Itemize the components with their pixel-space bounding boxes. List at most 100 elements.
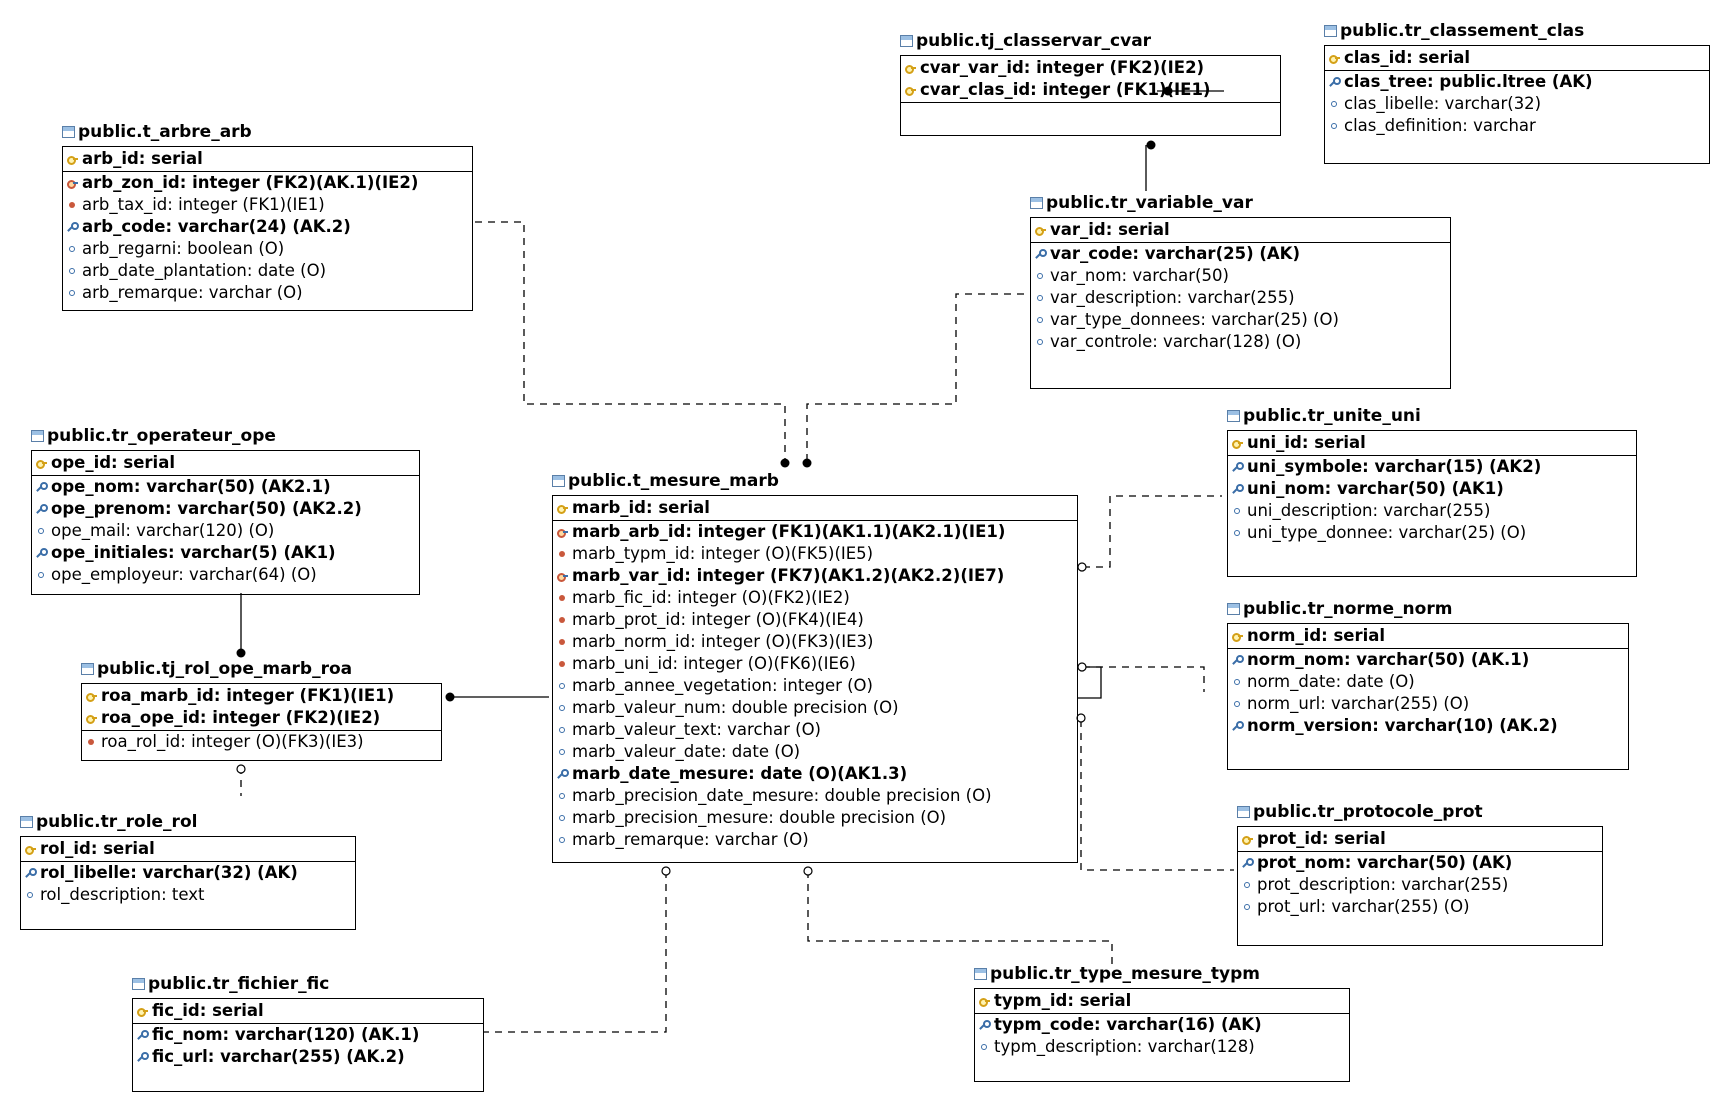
column-row: marb_valeur_num: double precision (O) (553, 697, 1077, 719)
rel-end-dot (1163, 86, 1173, 96)
column-section: arb_zon_id: integer (FK2)(AK.1)(IE2) arb_… (63, 172, 472, 304)
column-text: arb_tax_id: integer (FK1)(IE1) (82, 195, 325, 214)
entity-title: public.tr_operateur_ope (47, 426, 276, 446)
col-key-icon (556, 680, 568, 692)
column-section: uni_symbole: varchar(15) (AK2)uni_nom: v… (1228, 456, 1636, 544)
col-key-icon (66, 287, 78, 299)
column-text: norm_url: varchar(255) (O) (1247, 694, 1470, 713)
column-text: var_nom: varchar(50) (1050, 266, 1229, 285)
column-text: norm_version: varchar(10) (AK.2) (1247, 716, 1558, 735)
column-row: ope_id: serial (32, 452, 419, 474)
column-text: ope_mail: varchar(120) (O) (51, 521, 275, 540)
column-row: uni_id: serial (1228, 432, 1636, 454)
entity-tr-type-mesure-typm[interactable]: public.tr_type_mesure_typm typm_id: seri… (974, 964, 1350, 1082)
column-row: marb_date_mesure: date (O)(AK1.3) (553, 763, 1077, 785)
pk-section: norm_id: serial (1228, 624, 1628, 649)
col-key-icon (1034, 292, 1046, 304)
ak-key-icon (136, 1029, 149, 1041)
column-row: rol_description: text (21, 884, 355, 906)
column-text: prot_id: serial (1257, 829, 1386, 848)
column-text: arb_zon_id: integer (FK2)(AK.1)(IE2) (82, 173, 419, 192)
table-icon (900, 35, 913, 47)
column-text: norm_nom: varchar(50) (AK.1) (1247, 650, 1530, 669)
column-text: marb_typm_id: integer (O)(FK5)(IE5) (572, 544, 874, 563)
ak-key-icon (1231, 461, 1244, 473)
entity-box: roa_marb_id: integer (FK1)(IE1)roa_ope_i… (81, 683, 442, 761)
column-row: roa_ope_id: integer (FK2)(IE2) (82, 707, 441, 729)
ak-key-icon (1231, 483, 1244, 495)
ak-key-icon (1328, 76, 1341, 88)
col-key-icon (66, 265, 78, 277)
col-key-icon (1231, 505, 1243, 517)
entity-box: arb_id: serial arb_zon_id: integer (FK2)(… (62, 146, 473, 311)
column-row: var_type_donnees: varchar(25) (O) (1031, 309, 1450, 331)
column-row: prot_url: varchar(255) (O) (1238, 896, 1602, 918)
rel-mesure-unite (1083, 495, 1222, 568)
column-row: norm_id: serial (1228, 625, 1628, 647)
col-key-icon (35, 525, 47, 537)
table-icon (552, 475, 565, 487)
col-key-icon (1328, 120, 1340, 132)
pk-section: var_id: serial (1031, 218, 1450, 243)
column-row: norm_nom: varchar(50) (AK.1) (1228, 649, 1628, 671)
rel-end-optional (803, 866, 813, 876)
column-section: var_code: varchar(25) (AK)var_nom: varch… (1031, 243, 1450, 353)
entity-tr-operateur-ope[interactable]: public.tr_operateur_ope ope_id: serial op… (31, 426, 420, 595)
rel-end-optional (1077, 562, 1087, 572)
column-text: marb_prot_id: integer (O)(FK4)(IE4) (572, 610, 864, 629)
entity-title: public.tr_fichier_fic (148, 974, 330, 994)
column-row: marb_uni_id: integer (O)(FK6)(IE6) (553, 653, 1077, 675)
column-section: clas_tree: public.ltree (AK)clas_libelle… (1325, 71, 1709, 137)
column-row: uni_symbole: varchar(15) (AK2) (1228, 456, 1636, 478)
column-row: prot_id: serial (1238, 828, 1602, 850)
entity-tr-protocole-prot[interactable]: public.tr_protocole_prot prot_id: serial… (1237, 802, 1603, 946)
table-icon (1030, 197, 1043, 209)
rel-end-dot (802, 458, 812, 468)
column-text: arb_remarque: varchar (O) (82, 283, 303, 302)
entity-title: public.tr_type_mesure_typm (990, 964, 1261, 984)
column-text: rol_description: text (40, 885, 205, 904)
pk-section: rol_id: serial (21, 837, 355, 862)
column-text: clas_definition: varchar (1344, 116, 1536, 135)
column-text: ope_prenom: varchar(50) (AK2.2) (51, 499, 362, 518)
column-text: arb_id: serial (82, 149, 203, 168)
pk-section: clas_id: serial (1325, 46, 1709, 71)
column-text: marb_remarque: varchar (O) (572, 830, 809, 849)
column-text: norm_date: date (O) (1247, 672, 1415, 691)
column-text: typm_code: varchar(16) (AK) (994, 1015, 1262, 1034)
entity-tj-rol-ope-marb-roa[interactable]: public.tj_rol_ope_marb_roa roa_marb_id: … (81, 659, 442, 761)
column-row: marb_annee_vegetation: integer (O) (553, 675, 1077, 697)
entity-title: public.tr_role_rol (36, 812, 198, 832)
column-row: roa_marb_id: integer (FK1)(IE1) (82, 685, 441, 707)
pk-section: arb_id: serial (63, 147, 472, 172)
column-row: norm_date: date (O) (1228, 671, 1628, 693)
entity-tr-classement-clas[interactable]: public.tr_classement_clas clas_id: seria… (1324, 21, 1710, 164)
ak-key-icon (35, 503, 48, 515)
column-text: fic_url: varchar(255) (AK.2) (152, 1047, 405, 1066)
rel-mesure-typemesure (807, 871, 1113, 970)
column-text: marb_arb_id: integer (FK1)(AK1.1)(AK2.1)… (572, 522, 1006, 541)
entity-tr-variable-var[interactable]: public.tr_variable_var var_id: serial var… (1030, 193, 1451, 389)
column-row: var_id: serial (1031, 219, 1450, 241)
pk-key-icon (136, 1005, 148, 1017)
rel-end-optional (1077, 662, 1087, 672)
column-text: var_id: serial (1050, 220, 1170, 239)
entity-tj-classervar-cvar[interactable]: public.tj_classervar_cvar cvar_var_id: i… (900, 31, 1281, 136)
column-row: clas_id: serial (1325, 47, 1709, 69)
ak-key-icon (35, 547, 48, 559)
column-row: clas_tree: public.ltree (AK) (1325, 71, 1709, 93)
column-text: clas_tree: public.ltree (AK) (1344, 72, 1593, 91)
column-row: arb_regarni: boolean (O) (63, 238, 472, 260)
column-row: var_description: varchar(255) (1031, 287, 1450, 309)
col-key-icon (1241, 879, 1253, 891)
ak-key-icon (1241, 857, 1254, 869)
entity-title: public.tr_variable_var (1046, 193, 1253, 213)
column-row: marb_precision_mesure: double precision … (553, 807, 1077, 829)
